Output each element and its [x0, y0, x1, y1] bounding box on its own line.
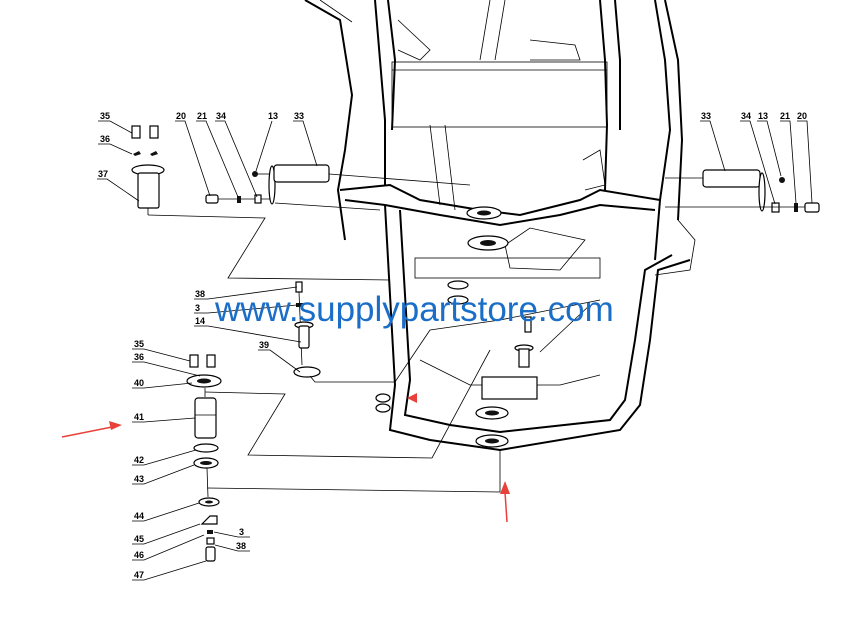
callout-43: 43 — [134, 474, 144, 484]
callout-39: 39 — [259, 340, 269, 350]
callout-13: 13 — [758, 111, 768, 121]
watermark-text: www.supplypartstore.com — [215, 290, 614, 329]
middle-pin-assembly — [293, 281, 591, 383]
callout-36: 36 — [134, 352, 144, 362]
callout-3: 3 — [239, 527, 244, 537]
arrow-up-icon — [504, 491, 508, 523]
callout-35: 35 — [134, 339, 144, 349]
callout-33: 33 — [701, 111, 711, 121]
loader-frame — [304, 0, 696, 452]
callout-34: 34 — [216, 111, 226, 121]
callout-20: 20 — [797, 111, 807, 121]
callout-21: 21 — [780, 111, 790, 121]
callout-40: 40 — [134, 378, 144, 388]
callout-3: 3 — [195, 303, 200, 313]
callout-46: 46 — [134, 550, 144, 560]
callout-45: 45 — [134, 534, 144, 544]
callout-38: 38 — [236, 541, 246, 551]
callout-37: 37 — [98, 169, 108, 179]
callout-21: 21 — [197, 111, 207, 121]
callout-44: 44 — [134, 511, 144, 521]
arrowhead-right-icon — [109, 421, 122, 430]
callout-leaders — [97, 120, 813, 581]
top-left-pin-assembly — [131, 125, 471, 281]
callout-20: 20 — [176, 111, 186, 121]
arrowhead-up-icon — [500, 481, 510, 494]
lower-left-pin-assembly — [186, 349, 501, 562]
callout-41: 41 — [134, 412, 144, 422]
top-right-pin-assembly — [665, 169, 820, 213]
callout-34: 34 — [741, 111, 751, 121]
callout-33: 33 — [294, 111, 304, 121]
callout-14: 14 — [195, 316, 205, 326]
callout-labels: 35 36 37 20 21 34 13 33 33 34 13 21 20 3… — [98, 111, 807, 580]
callout-42: 42 — [134, 455, 144, 465]
callout-36: 36 — [100, 134, 110, 144]
callout-13: 13 — [268, 111, 278, 121]
arrowhead-left-icon — [407, 393, 417, 403]
callout-38: 38 — [195, 289, 205, 299]
callout-35: 35 — [100, 111, 110, 121]
red-arrows — [61, 393, 510, 523]
callout-47: 47 — [134, 570, 144, 580]
arrow-right-icon — [61, 426, 113, 438]
